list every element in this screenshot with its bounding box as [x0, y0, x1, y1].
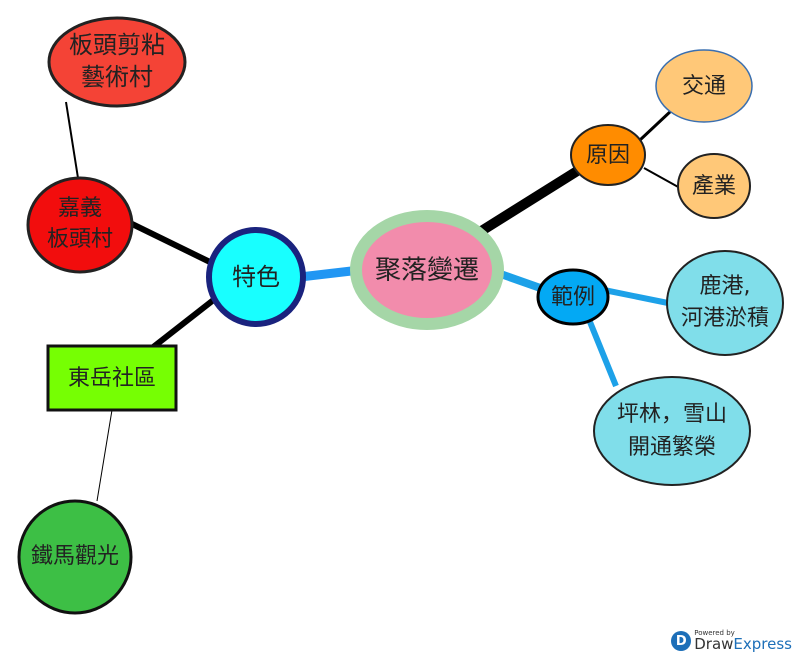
svg-text:東岳社區: 東岳社區	[68, 366, 156, 391]
edge-reasons-industry	[643, 167, 681, 189]
node-reasons[interactable]: 原因	[570, 124, 646, 186]
edge-features-chiayi	[126, 219, 214, 266]
svg-text:產業: 產業	[692, 174, 736, 199]
node-features[interactable]: 特色	[206, 227, 306, 327]
node-examples[interactable]: 範例	[536, 268, 610, 326]
edge-chiayi-art	[65, 101, 79, 179]
node-pinglin[interactable]: 坪林，雪山 開通繁榮	[593, 376, 751, 486]
svg-text:範例: 範例	[551, 285, 595, 310]
node-center[interactable]: 聚落變遷	[350, 210, 504, 330]
node-dongyue[interactable]: 東岳社區	[46, 344, 178, 412]
node-traffic[interactable]: 交通	[655, 49, 753, 123]
svg-text:板頭剪粘: 板頭剪粘	[69, 31, 165, 59]
powered-by-label: Powered by	[694, 629, 735, 637]
svg-text:坪林，雪山: 坪林，雪山	[617, 402, 727, 427]
node-industry[interactable]: 產業	[677, 153, 751, 219]
edge-examples-pinglin	[587, 320, 619, 388]
brand-name: DrawExpress	[694, 637, 792, 652]
edge-examples-lukang	[603, 287, 669, 306]
svg-text:原因: 原因	[586, 143, 630, 168]
svg-text:藝術村: 藝術村	[81, 63, 153, 91]
svg-text:聚落變遷: 聚落變遷	[375, 256, 479, 286]
edge-center-reasons	[472, 163, 585, 240]
svg-text:特色: 特色	[232, 263, 280, 291]
node-banqiao-art[interactable]: 板頭剪粘 藝術村	[47, 16, 187, 108]
svg-text:鹿港,: 鹿港,	[700, 274, 751, 299]
svg-text:河港淤積: 河港淤積	[681, 306, 769, 331]
edge-dongyue-bike	[96, 409, 113, 502]
edge-reasons-traffic	[638, 108, 674, 142]
svg-text:交通: 交通	[682, 74, 726, 99]
svg-text:開通繁榮: 開通繁榮	[628, 435, 716, 460]
edge-features-dongyue	[150, 295, 218, 351]
svg-text:板頭村: 板頭村	[47, 227, 113, 252]
brand-draw: Draw	[694, 635, 734, 653]
node-chiayi[interactable]: 嘉義 板頭村	[26, 176, 134, 274]
drawexpress-logo-icon: D	[671, 631, 692, 651]
drawexpress-watermark: D Powered by DrawExpress	[671, 630, 792, 652]
node-lukang[interactable]: 鹿港, 河港淤積	[666, 250, 784, 356]
svg-text:鐵馬觀光: 鐵馬觀光	[31, 544, 119, 569]
brand-express: Express	[733, 635, 792, 653]
svg-text:嘉義: 嘉義	[58, 196, 102, 221]
edge-center-features	[299, 265, 361, 282]
node-bike[interactable]: 鐵馬觀光	[17, 499, 133, 615]
